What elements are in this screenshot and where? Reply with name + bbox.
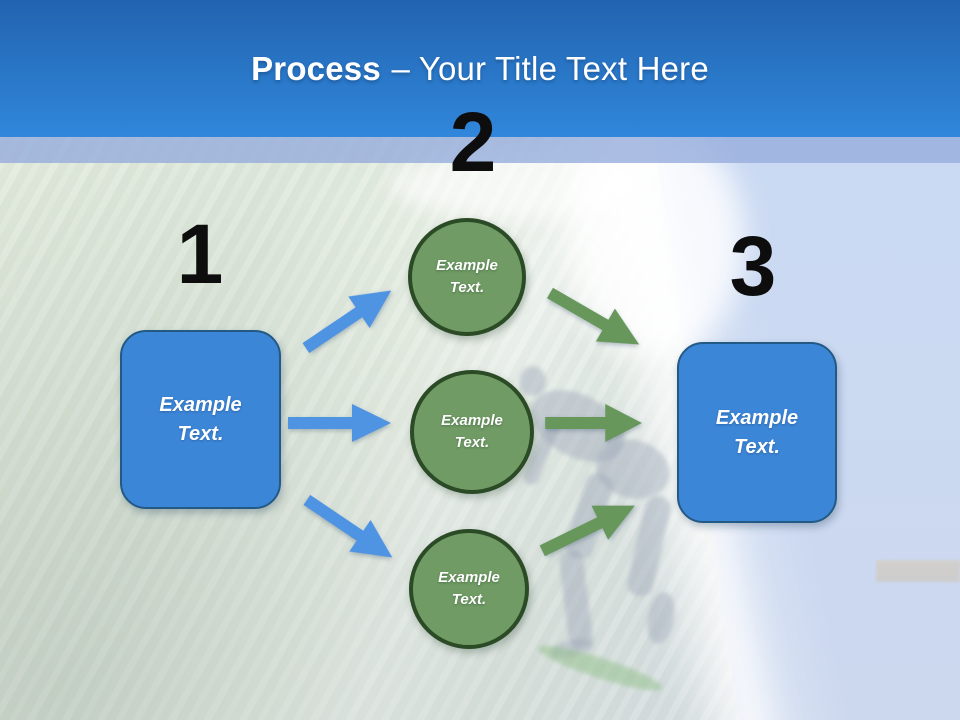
title-band (0, 0, 960, 137)
step3-box: Example Text. (677, 342, 837, 523)
arrow-up-right-icon (533, 486, 645, 569)
distant-shoreline (876, 560, 960, 582)
step1-box: Example Text. (120, 330, 281, 509)
arrow-down-right-icon (295, 483, 405, 576)
arrow-right-icon (288, 402, 392, 444)
slide-title: Process – Your Title Text Here (0, 50, 960, 88)
step2-circle-middle: Example Text. (410, 370, 534, 494)
slide-title-subtitle: – Your Title Text Here (391, 50, 709, 87)
step2-circle-bottom-label: Example Text. (438, 568, 500, 609)
step-number-3: 3 (729, 219, 777, 313)
arrow-up-right-icon (294, 273, 404, 366)
step-number-1: 1 (176, 207, 224, 301)
slide-title-keyword: Process (251, 50, 381, 87)
arrow-down-right-icon (539, 275, 650, 363)
step1-box-label: Example Text. (159, 393, 242, 445)
step2-circle-bottom: Example Text. (409, 529, 529, 649)
arrow-right-icon (545, 402, 643, 444)
step2-circle-top-label: Example Text. (436, 256, 498, 297)
step2-circle-middle-label: Example Text. (441, 411, 503, 452)
step2-circle-top: Example Text. (408, 218, 526, 336)
step3-box-label: Example Text. (715, 406, 799, 458)
surfer-silhouette (519, 366, 546, 396)
subheader-band (0, 137, 960, 163)
step-number-2: 2 (449, 95, 497, 189)
